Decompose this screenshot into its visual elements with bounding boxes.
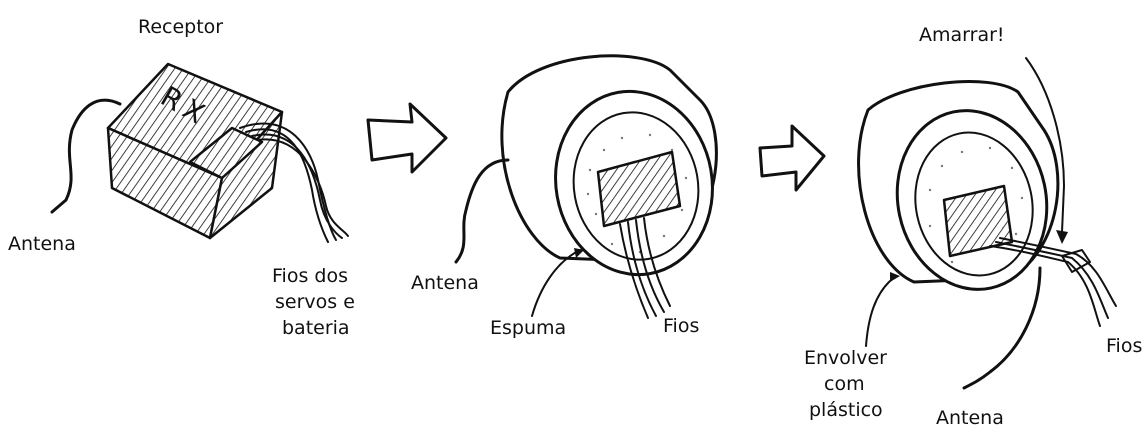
- stage1-antenna-label: Antena: [8, 234, 76, 255]
- wrapped-cylinder: [859, 82, 1064, 304]
- stage2-wires-label: Fios: [663, 316, 699, 337]
- wires-label-line2: servos e: [275, 292, 355, 313]
- receiver-box: [108, 64, 282, 238]
- stage2-antenna-label: Antena: [411, 273, 479, 294]
- stage2-antenna-wire: [456, 160, 508, 262]
- wrap-label-line1: Envolver: [804, 348, 887, 369]
- receiver-title: Receptor: [138, 17, 223, 38]
- wires-label-line1: Fios dos: [272, 266, 348, 287]
- wrap-label-line2: com: [824, 374, 865, 395]
- wrap-pointer: [866, 272, 900, 346]
- step-arrow-2-icon: [760, 126, 824, 190]
- wires-label-line3: bateria: [282, 318, 350, 339]
- foam-cylinder: [502, 56, 727, 287]
- wrap-label-line3: plástico: [809, 400, 883, 421]
- foam-label: Espuma: [490, 318, 566, 339]
- step-arrow-1-icon: [368, 104, 446, 172]
- tie-label: Amarrar!: [919, 25, 1005, 46]
- stage3-antenna-label: Antena: [936, 408, 1004, 429]
- stage3-wires-label: Fios: [1106, 336, 1142, 357]
